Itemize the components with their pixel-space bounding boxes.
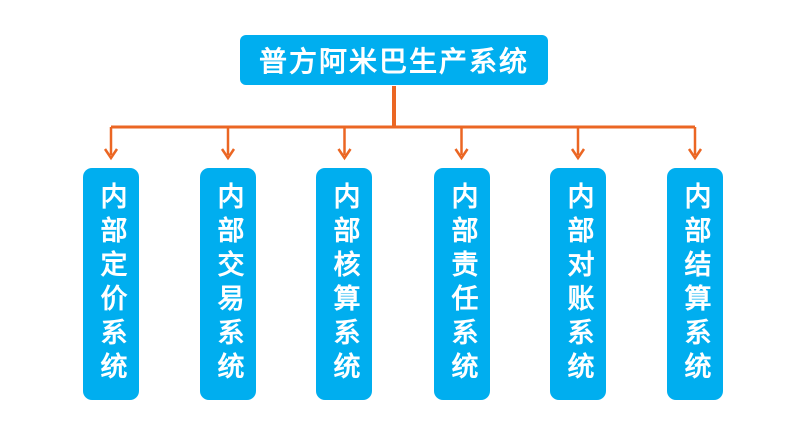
child-node-internal-reconciliation: 内部对账系统 (550, 168, 606, 400)
root-node: 普方阿米巴生产系统 (240, 35, 548, 85)
child-node-internal-responsibility: 内部责任系统 (434, 168, 490, 400)
arrowhead-icon (103, 148, 119, 161)
arrowhead-icon (220, 148, 236, 161)
child-node-label: 内部核算系统 (328, 182, 360, 386)
child-node-label: 内部对账系统 (562, 182, 594, 386)
child-node-label: 内部责任系统 (446, 182, 478, 386)
child-node-internal-pricing: 内部定价系统 (83, 168, 139, 400)
arrowhead-icon (570, 148, 586, 161)
child-node-label: 内部定价系统 (95, 182, 127, 386)
child-node-internal-accounting: 内部核算系统 (316, 168, 372, 400)
arrowhead-icon (454, 148, 469, 161)
arrowhead-icon (337, 148, 352, 161)
child-node-label: 内部结算系统 (679, 182, 711, 386)
arrowhead-icon (687, 148, 703, 161)
child-node-internal-settlement: 内部结算系统 (667, 168, 723, 400)
child-node-internal-trading: 内部交易系统 (200, 168, 256, 400)
child-node-label: 内部交易系统 (212, 182, 244, 386)
root-node-label: 普方阿米巴生产系统 (258, 45, 529, 78)
